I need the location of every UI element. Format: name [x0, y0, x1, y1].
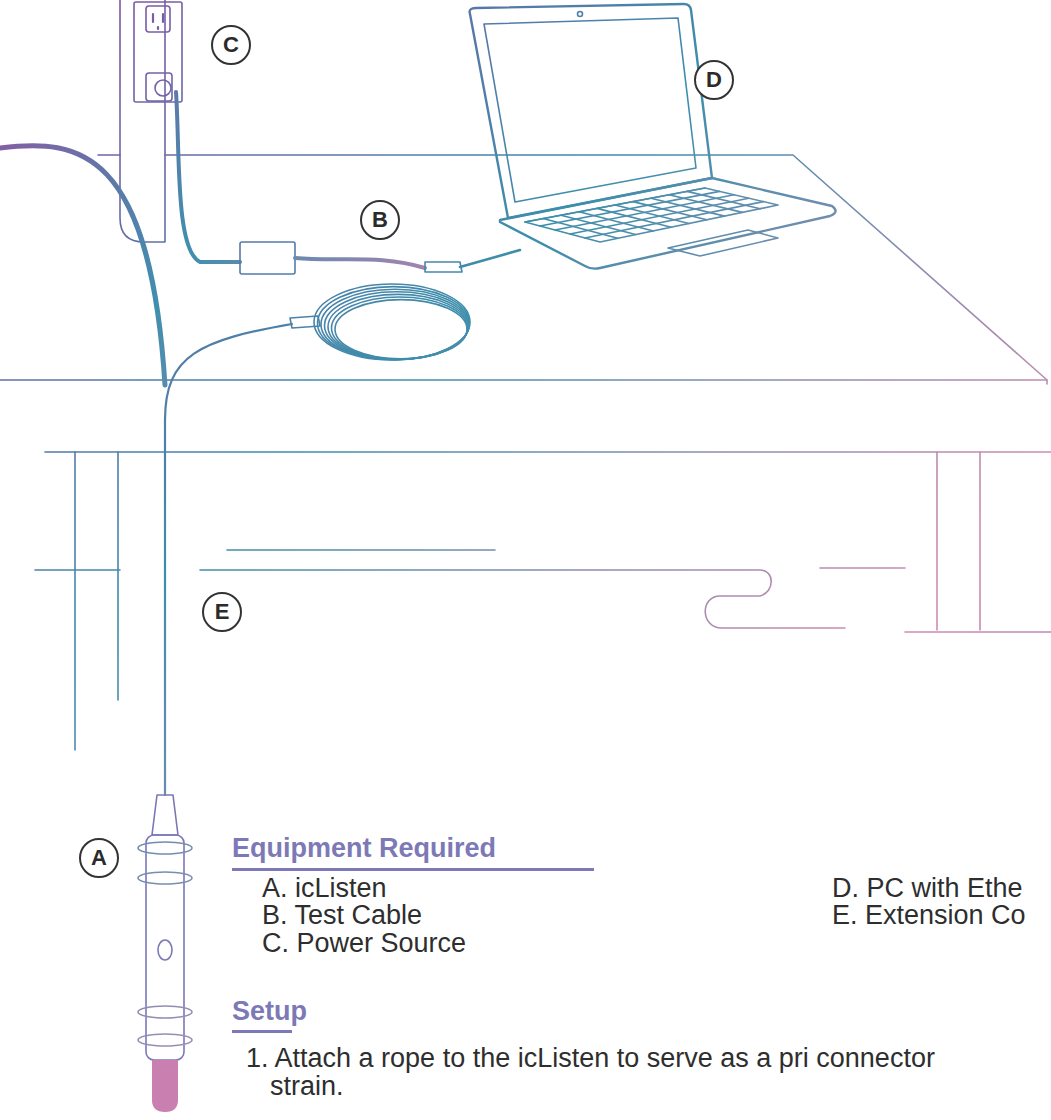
extension-cable	[165, 324, 292, 795]
power-adapter	[240, 242, 295, 274]
callout-letter: C	[223, 34, 239, 56]
outlet-socket	[146, 73, 172, 101]
heading-underline	[232, 1030, 292, 1033]
callout-letter: B	[372, 209, 388, 231]
connector	[425, 262, 462, 272]
callout-letter: A	[91, 847, 107, 869]
hydrophone-rings	[138, 842, 192, 1046]
callout-letter: E	[215, 601, 230, 623]
hydrophone-body	[146, 835, 184, 1060]
cable-coil	[314, 284, 470, 360]
power-cord	[176, 92, 240, 262]
callout-circle: C	[211, 25, 251, 65]
test-cable	[295, 258, 425, 268]
equipment-item: C. Power Source	[262, 929, 466, 957]
setup-step: 1. Attach a rope to the icListen to serv…	[246, 1044, 950, 1100]
touchpad	[668, 230, 778, 256]
equipment-item: B. Test Cable	[262, 901, 422, 929]
test-cable	[460, 250, 520, 267]
keyboard	[525, 188, 778, 242]
table-edge	[45, 451, 1051, 453]
callout-circle: B	[360, 200, 400, 240]
equipment-item: D. PC with Ethe	[832, 874, 1023, 902]
table-edge	[0, 380, 1047, 384]
table-top	[98, 155, 1047, 380]
callout-letter: D	[706, 69, 722, 91]
section-heading: Setup	[232, 997, 307, 1025]
keyboard-keys	[525, 188, 763, 238]
heading-underline	[232, 868, 594, 871]
callout-circle: D	[694, 60, 734, 100]
equipment-item: A. icListen	[262, 874, 387, 902]
callout-circle: A	[79, 838, 119, 878]
laptop-display	[484, 18, 696, 202]
equipment-item: E. Extension Co	[832, 901, 1026, 929]
callout-circle: E	[202, 592, 242, 632]
floor-lines	[35, 550, 1051, 632]
hydrophone-window	[158, 940, 172, 960]
outlet-socket	[146, 6, 170, 32]
section-heading: Equipment Required	[232, 834, 496, 862]
outlet-plate	[134, 2, 182, 102]
plug	[155, 80, 171, 96]
laptop-base	[500, 178, 836, 269]
hydrophone-tip	[152, 1060, 178, 1112]
table-leg	[75, 452, 980, 750]
rope	[0, 146, 165, 385]
connector	[290, 316, 320, 328]
hydrophone-cone	[152, 795, 178, 835]
